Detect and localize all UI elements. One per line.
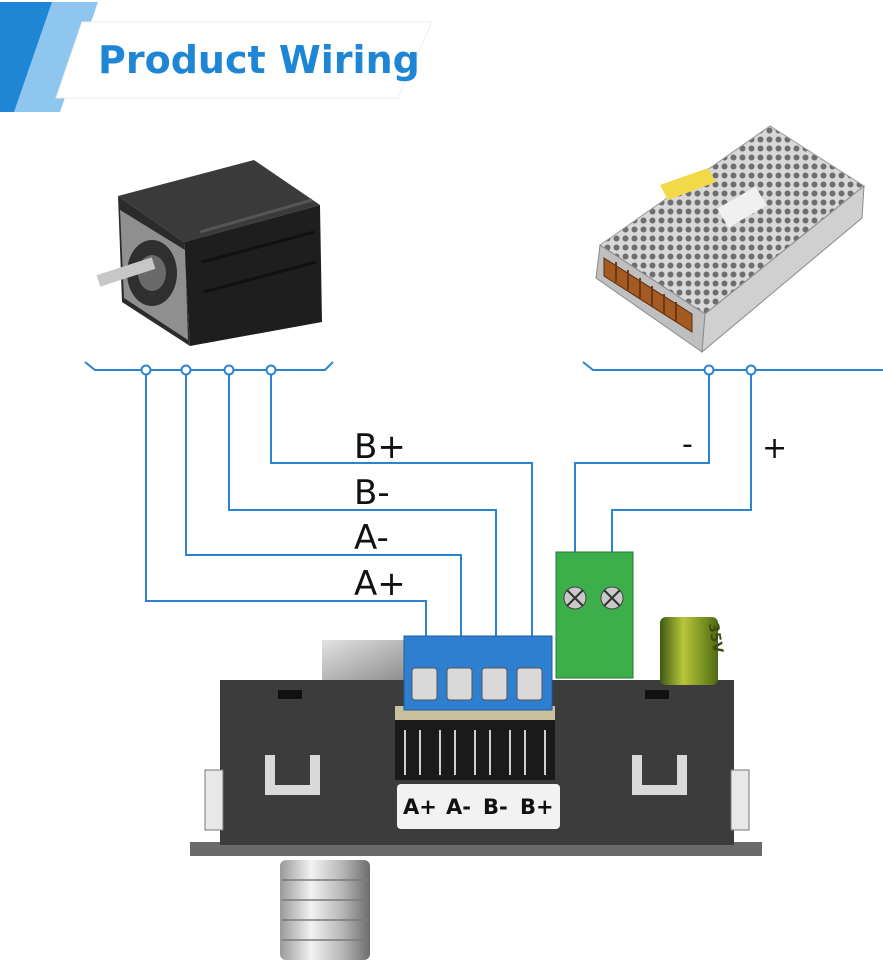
wire-label-a-plus: A+	[354, 564, 406, 604]
wires	[84, 361, 883, 677]
terminal-label-b-minus: B-	[483, 795, 508, 819]
terminal-label-panel	[397, 784, 560, 829]
banner-title: Product Wiring	[98, 38, 420, 82]
terminal-label-a-minus: A-	[446, 795, 471, 819]
wire-label-b-minus: B-	[354, 473, 390, 513]
wire-b-plus	[270, 370, 533, 677]
wire-junctions	[140, 364, 757, 376]
green-power-terminal	[555, 551, 634, 679]
psu-wire-bracket	[582, 361, 883, 371]
wire-label-power-plus: +	[762, 431, 788, 466]
wire-power-minus	[574, 370, 710, 568]
stepper-motor-icon	[96, 160, 322, 346]
wire-b-minus	[228, 370, 497, 677]
banner-panel	[55, 21, 433, 99]
wire-label-power-minus: -	[682, 427, 693, 462]
wire-power-plus	[611, 370, 752, 568]
banner-stripe-light	[14, 2, 98, 112]
wire-label-a-minus: A-	[354, 518, 389, 558]
rotary-knob-icon	[280, 860, 370, 960]
wire-a-minus	[185, 370, 462, 677]
wire-label-b-plus: B+	[354, 427, 406, 467]
terminal-label-a-plus: A+	[403, 795, 437, 819]
switching-power-supply-icon	[595, 125, 865, 354]
motor-wire-bracket	[84, 361, 334, 371]
driver-front-bezel	[190, 842, 762, 856]
terminal-label-b-plus: B+	[520, 795, 554, 819]
banner	[0, 2, 433, 112]
stepper-driver-board-icon	[190, 551, 762, 960]
capacitor-icon	[660, 617, 718, 685]
